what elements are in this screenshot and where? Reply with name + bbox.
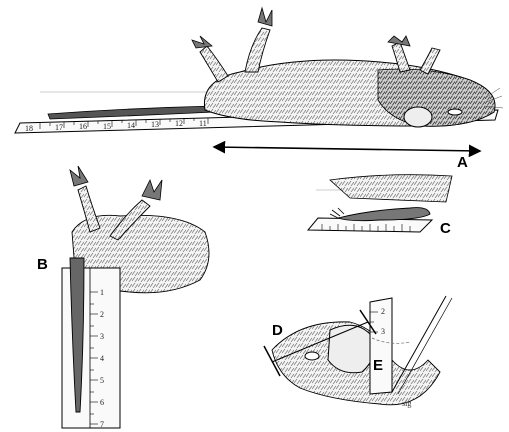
body-ruler-tick: 11 bbox=[199, 119, 207, 128]
body-ruler-tick: 15 bbox=[103, 122, 111, 131]
tail-ruler-tick: 4 bbox=[100, 354, 104, 363]
body-ruler-tick: 16 bbox=[79, 122, 87, 131]
tail-ruler-tick: 5 bbox=[100, 376, 104, 385]
measure-arrow-icon bbox=[214, 147, 480, 151]
panel-de-ear: 2 3 D E sig bbox=[264, 296, 452, 408]
tail-shape bbox=[48, 106, 215, 119]
tail-ruler-tick: 6 bbox=[100, 398, 104, 407]
body-ruler-tick: 12 bbox=[175, 119, 183, 128]
panel-b-tail: 1 2 3 4 5 6 7 B bbox=[37, 166, 209, 429]
label-c: C bbox=[440, 220, 451, 237]
tail-ruler-tick: 1 bbox=[100, 288, 104, 297]
tail-ruler-tick: 2 bbox=[100, 310, 104, 319]
body-ruler-tick: 18 bbox=[25, 124, 33, 133]
label-e: E bbox=[373, 357, 383, 374]
ear-shape bbox=[328, 325, 374, 373]
label-b: B bbox=[37, 256, 48, 273]
label-a: A bbox=[457, 154, 468, 171]
body-ruler-tick: 14 bbox=[127, 121, 135, 130]
tail-ruler-tick: 7 bbox=[100, 420, 104, 429]
body-ruler-tick: 17 bbox=[55, 123, 63, 132]
panel-c-hind-foot: C bbox=[308, 175, 452, 237]
label-d: D bbox=[272, 322, 283, 339]
body-ruler-tick: 13 bbox=[151, 120, 159, 129]
ear-ruler-tick: 2 bbox=[381, 307, 385, 316]
head-ear bbox=[404, 107, 432, 127]
artist-signature: sig bbox=[402, 399, 411, 408]
ear-ruler-tick: 3 bbox=[381, 327, 385, 336]
panel-a-mouse-body: 18 17 16 15 14 13 12 11 bbox=[15, 8, 503, 171]
tail-ruler-tick: 3 bbox=[100, 332, 104, 341]
hind-foot-shape bbox=[338, 208, 430, 221]
